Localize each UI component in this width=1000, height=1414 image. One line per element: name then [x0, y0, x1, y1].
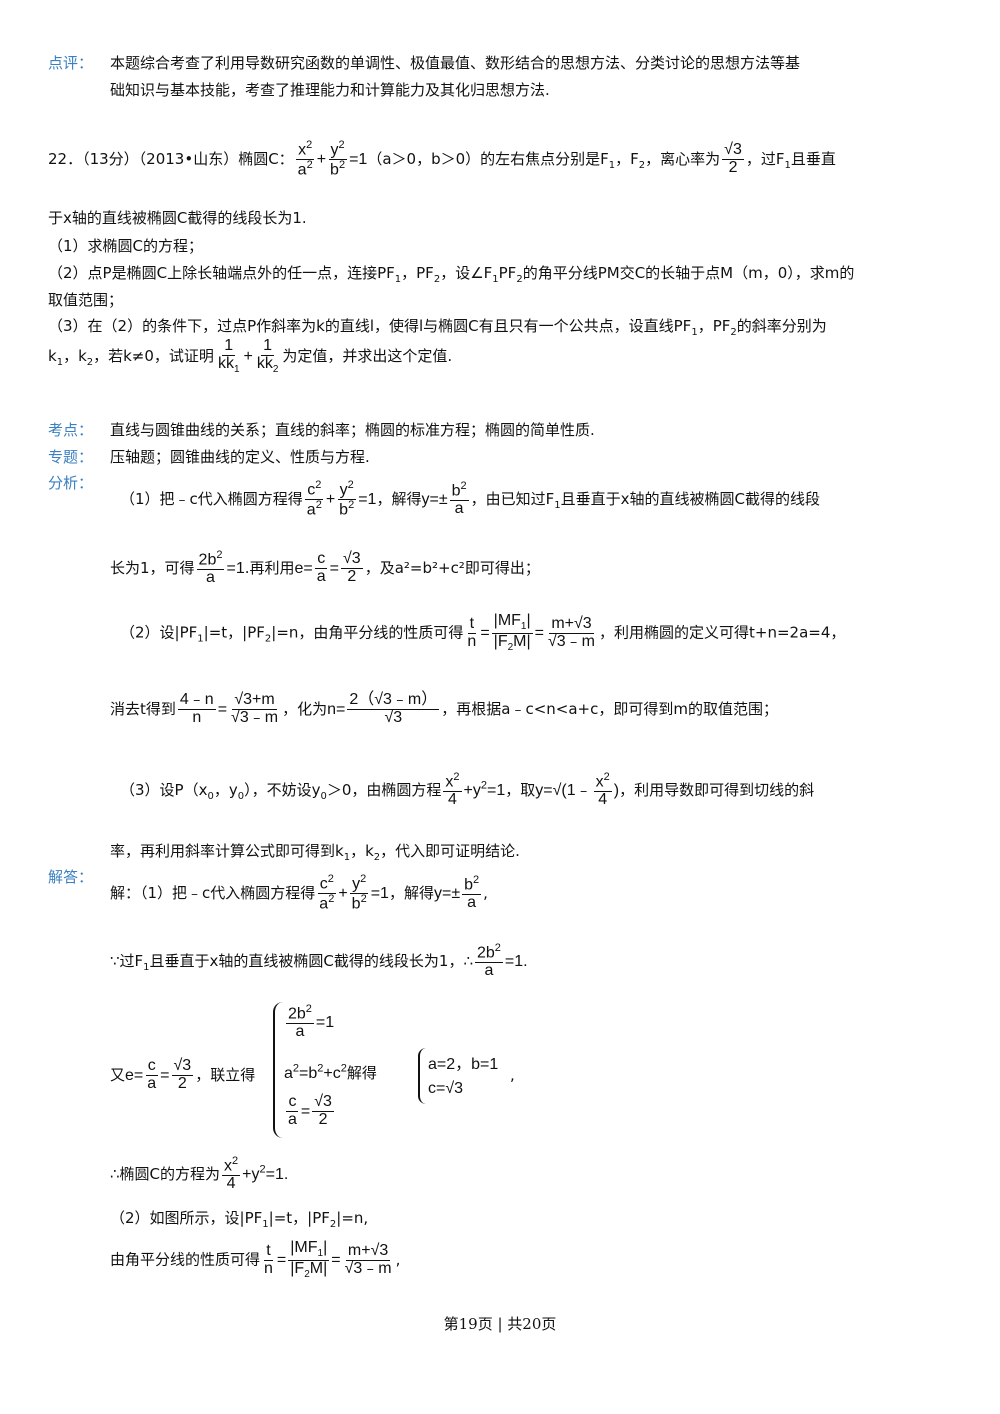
fenxi-label: 分析：: [48, 474, 94, 492]
problem-head: 22．（13分）（2013•山东）椭圆C：: [48, 150, 294, 169]
result-ab: a=2，b=1: [428, 1056, 499, 1073]
result-brace: [418, 1048, 426, 1104]
jieda-label: 解答：: [48, 868, 94, 886]
system-brace: [273, 1002, 283, 1138]
question-3: （3）在（2）的条件下，过点P作斜率为k的直线l，使得l与椭圆C有且只有一个公共…: [48, 317, 827, 338]
page-footer: 第19页 | 共20页: [443, 1315, 557, 1333]
problem-statement-line-2: 于x轴的直线被椭圆C截得的线段长为1.: [48, 209, 307, 227]
zhuanti-text: 压轴题；圆锥曲线的定义、性质与方程.: [110, 448, 370, 466]
result-c: c=√3: [428, 1080, 464, 1097]
question-2: （2）点P是椭圆C上除长轴端点外的任一点，连接PF1，PF2，设∠F1PF2的角…: [48, 264, 855, 285]
solution-step-5: （2）如图所示，设|PF1|=t，|PF2|=n,: [110, 1209, 369, 1230]
system-eq-2: a2=b2+c2解得: [284, 1062, 377, 1082]
zhuanti-label: 专题：: [48, 448, 94, 466]
comment-line-2: 础知识与基本技能，考查了推理能力和计算能力及其化归思想方法.: [110, 81, 550, 99]
comment-label: 点评：: [48, 54, 94, 72]
kaodian-text: 直线与圆锥曲线的关系；直线的斜率；椭圆的标准方程；椭圆的简单性质.: [110, 421, 595, 439]
kaodian-label: 考点：: [48, 421, 94, 439]
analysis-step-3b: 率，再利用斜率计算公式即可得到k1，k2，代入即可证明结论.: [110, 842, 520, 863]
question-1: （1）求椭圆C的方程；: [48, 237, 204, 255]
question-2-cont: 取值范围；: [48, 291, 124, 309]
comment-line-1: 本题综合考查了利用导数研究函数的单调性、极值最值、数形结合的思想方法、分类讨论的…: [110, 54, 801, 72]
